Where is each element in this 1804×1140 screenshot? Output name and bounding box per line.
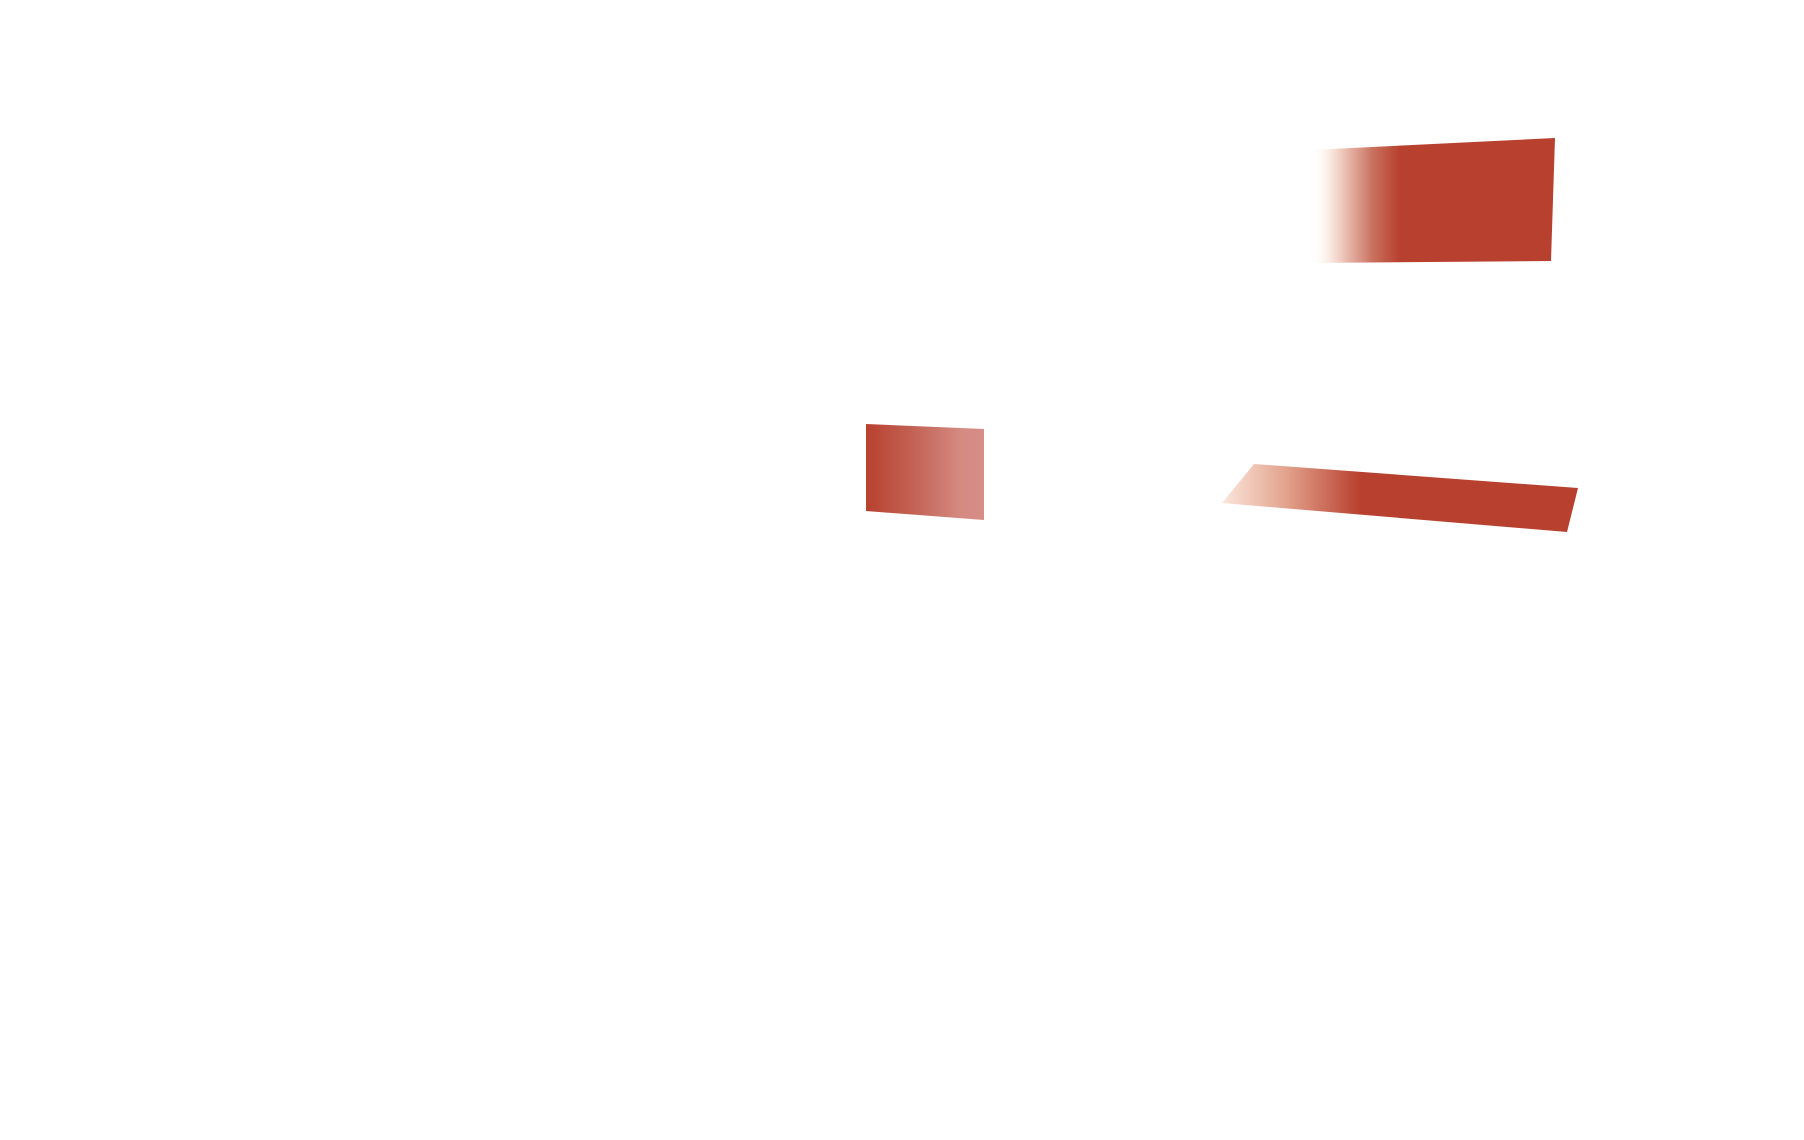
top-right-fading-panel [1310, 138, 1555, 263]
center-small-panel [866, 424, 984, 520]
right-slanted-strip [1222, 464, 1578, 532]
